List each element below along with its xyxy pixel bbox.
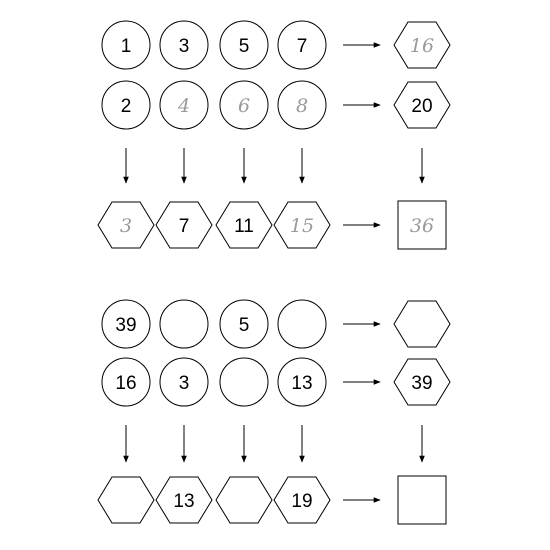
puzzle1-total-square-shape <box>397 200 447 250</box>
puzzle1-row1-circle-2: 3 <box>159 20 209 70</box>
puzzle1-row2-circle-1-shape <box>101 80 151 130</box>
puzzle2-row1-sum-hexagon[interactable] <box>393 300 451 348</box>
puzzle1-row2-circle-1-value: 2 <box>121 96 132 117</box>
puzzle1-row2-sum-hexagon: 20 <box>393 81 451 129</box>
puzzle2-column-sum-hexagon-2-shape <box>155 476 213 524</box>
puzzle1-row2-circle-3-shape <box>219 80 269 130</box>
puzzle1-row1-sum-hexagon-shape <box>393 21 451 69</box>
puzzle1-row1-circle-1-shape <box>101 20 151 70</box>
puzzle1-row2-circle-2-shape <box>159 80 209 130</box>
puzzle1-row2-circle-3: 6 <box>219 80 269 130</box>
puzzle2-row2-circle-4-shape <box>277 357 327 407</box>
puzzle2-row2-circle-4: 13 <box>277 357 327 407</box>
puzzle1-column-sum-hexagon-3-shape <box>215 201 273 249</box>
puzzle1-row2-circle-2: 4 <box>159 80 209 130</box>
puzzle1-row2-circle-2-value: 4 <box>177 95 190 117</box>
puzzle1-column-sum-hexagon-1: 3 <box>97 201 155 249</box>
puzzle1-row1-circle-1-value: 1 <box>121 36 132 57</box>
puzzle1-column-sum-hexagon-3-value: 11 <box>234 216 254 237</box>
puzzle2-total-square[interactable] <box>397 475 447 525</box>
puzzle1-row2-sum-hexagon-shape <box>393 81 451 129</box>
puzzle2-row1-circle-4[interactable] <box>277 299 327 349</box>
puzzle1-row1-circle-4-shape <box>277 20 327 70</box>
puzzle1-row1-circle-3-shape <box>219 20 269 70</box>
puzzle2-row2-circle-3[interactable] <box>219 357 269 407</box>
puzzle1-row1-circle-4: 7 <box>277 20 327 70</box>
puzzle2-column-sum-hexagon-2: 13 <box>155 476 213 524</box>
puzzle1-row1-circle-3: 5 <box>219 20 269 70</box>
puzzle1-total-square: 36 <box>397 200 447 250</box>
puzzle2-row2-circle-2: 3 <box>159 357 209 407</box>
puzzle1-total-square-value: 36 <box>410 215 434 237</box>
puzzle2-row2-sum-hexagon-shape <box>393 358 451 406</box>
puzzle2-row2-circle-2-shape <box>159 357 209 407</box>
puzzle2-row2-circle-1: 16 <box>101 357 151 407</box>
puzzle1-column-sum-hexagon-3: 11 <box>215 201 273 249</box>
puzzle1-row1-circle-2-shape <box>159 20 209 70</box>
puzzle1-column-sum-hexagon-1-value: 3 <box>120 215 132 237</box>
puzzle2-row2-circle-4-value: 13 <box>291 373 312 394</box>
puzzle2-row1-circle-3: 5 <box>219 299 269 349</box>
puzzle1-row2-circle-1: 2 <box>101 80 151 130</box>
puzzle2-column-sum-hexagon-1[interactable] <box>97 476 155 524</box>
puzzle2-row1-circle-1: 39 <box>101 299 151 349</box>
puzzle1-column-sum-hexagon-2: 7 <box>155 201 213 249</box>
puzzle2-column-sum-hexagon-1-shape <box>97 476 155 524</box>
puzzle2-row1-circle-3-shape <box>219 299 269 349</box>
puzzle2-row2-circle-3-shape <box>219 357 269 407</box>
puzzle1-column-sum-hexagon-1-shape <box>97 201 155 249</box>
puzzle2-row2-sum-hexagon-value: 39 <box>411 373 432 394</box>
puzzle2-row1-circle-3-value: 5 <box>239 315 250 336</box>
puzzle2-column-sum-hexagon-4: 19 <box>273 476 331 524</box>
puzzle2-column-sum-hexagon-2-value: 13 <box>173 491 194 512</box>
puzzle2-column-sum-hexagon-4-shape <box>273 476 331 524</box>
puzzle2-column-sum-hexagon-4-value: 19 <box>291 491 312 512</box>
puzzle2-row1-circle-2[interactable] <box>159 299 209 349</box>
puzzle2-row1-circle-4-shape <box>277 299 327 349</box>
puzzle1-row2-circle-4-shape <box>277 80 327 130</box>
puzzle2-row1-circle-1-shape <box>101 299 151 349</box>
puzzle1-row2-circle-4-value: 8 <box>296 95 308 117</box>
puzzle2-row2-circle-1-shape <box>101 357 151 407</box>
puzzle2-row1-sum-hexagon-shape <box>393 300 451 348</box>
puzzle2-row2-circle-1-value: 16 <box>115 373 136 394</box>
puzzle1-row2-circle-3-value: 6 <box>238 95 250 117</box>
puzzle2-total-square-shape <box>397 475 447 525</box>
puzzle2-row2-circle-2-value: 3 <box>179 373 190 394</box>
puzzle1-column-sum-hexagon-4: 15 <box>273 201 331 249</box>
puzzle2-column-sum-hexagon-3[interactable] <box>215 476 273 524</box>
puzzle1-row1-circle-3-value: 5 <box>239 36 250 57</box>
puzzle1-row1-sum-hexagon-value: 16 <box>410 35 434 57</box>
puzzle1-row2-sum-hexagon-value: 20 <box>411 96 432 117</box>
puzzle1-column-sum-hexagon-2-value: 7 <box>179 216 190 237</box>
puzzle2-row1-circle-1-value: 39 <box>115 315 136 336</box>
puzzle1-row2-circle-4: 8 <box>277 80 327 130</box>
puzzle1-row1-circle-2-value: 3 <box>179 36 190 57</box>
puzzle1-column-sum-hexagon-4-value: 15 <box>290 215 314 237</box>
puzzle1-row1-circle-1: 1 <box>101 20 151 70</box>
puzzle2-row1-circle-2-shape <box>159 299 209 349</box>
puzzle1-column-sum-hexagon-2-shape <box>155 201 213 249</box>
puzzle2-column-sum-hexagon-3-shape <box>215 476 273 524</box>
puzzle1-row1-sum-hexagon: 16 <box>393 21 451 69</box>
puzzle2-row2-sum-hexagon: 39 <box>393 358 451 406</box>
puzzle1-row1-circle-4-value: 7 <box>297 36 308 57</box>
puzzle1-column-sum-hexagon-4-shape <box>273 201 331 249</box>
